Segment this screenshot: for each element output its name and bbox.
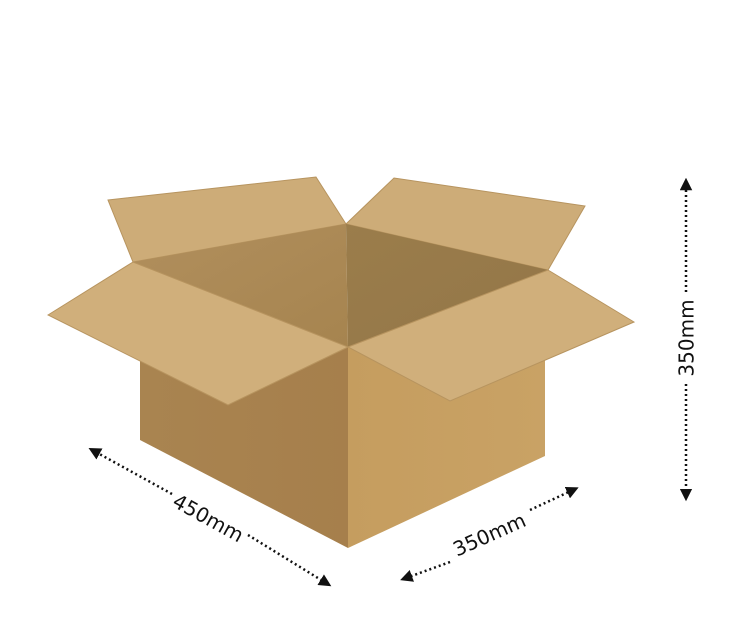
length-arrow-left [88,447,173,496]
width-arrow-left [400,560,451,582]
length-arrow-right [247,533,332,587]
height-label: 350mm [675,299,699,376]
inner-back-left-wall [133,224,348,347]
body-left-face [140,347,348,548]
length-label: 450mm [169,489,248,547]
inner-back-right-wall [346,224,548,347]
height-dimension: 350mm [675,177,699,502]
front-right-flap [346,269,636,402]
width-arrow-right [529,486,579,512]
width-label: 350mm [449,508,529,561]
